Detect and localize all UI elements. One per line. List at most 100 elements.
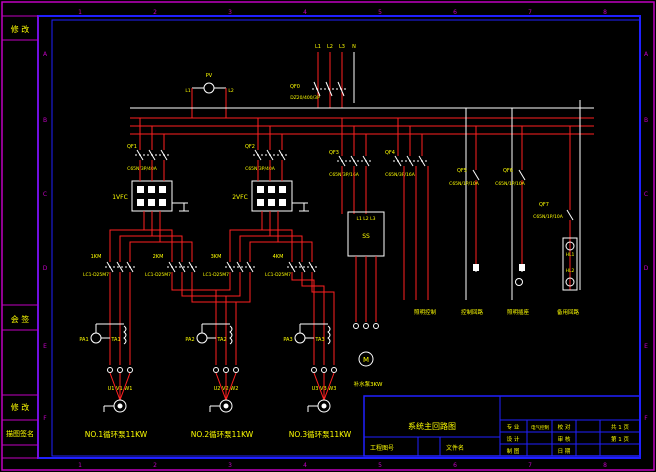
column-number-bottom: 1: [78, 462, 82, 469]
route-wire: [171, 272, 217, 365]
terminal: [321, 367, 327, 373]
file-label: 文件名: [446, 444, 464, 452]
drawing-no-label: 工程图号: [370, 444, 394, 452]
motor-caption: NO.3循环泵11KW: [289, 429, 352, 439]
route-wire: [249, 211, 279, 262]
route-wire: [262, 229, 293, 262]
ct-name: TA1: [110, 337, 120, 343]
motor-feed: [313, 372, 325, 401]
branch-breaker: [472, 169, 480, 181]
contactor-name: 3KM: [211, 254, 222, 260]
ammeter-symbol: [196, 332, 208, 344]
motor-caption: NO.1循环泵11KW: [85, 429, 148, 439]
terminal: [117, 367, 123, 373]
role-1: 专 业: [507, 423, 520, 431]
column-number: 8: [603, 9, 607, 16]
check-1: 校 对: [558, 423, 571, 431]
column-number-bottom: 5: [378, 462, 382, 469]
branch-caption: 照明插座: [507, 308, 530, 316]
vfc-name: 1VFC: [112, 194, 128, 201]
column-number: 5: [378, 9, 382, 16]
ct-name: TA3: [314, 337, 324, 343]
contactor-name: 4KM: [273, 254, 284, 260]
branch-breaker: [566, 209, 574, 221]
phase-l1: L1: [315, 44, 321, 50]
row-letter-right: E: [644, 343, 648, 350]
contactor-contact: [116, 261, 124, 273]
route-wire: [278, 241, 313, 262]
route-wire: [129, 211, 161, 262]
contactor-name: 1KM: [91, 254, 102, 260]
breaker-name: QF2: [245, 144, 255, 150]
side-label-middle: 会 签: [11, 314, 30, 324]
route-wire: [311, 272, 335, 365]
breaker-name: QF4: [385, 150, 395, 156]
branch-load: [473, 264, 479, 271]
route-wire: [160, 241, 193, 262]
vfc-cell: [268, 199, 275, 206]
column-number-bottom: 3: [228, 462, 232, 469]
terminal: [127, 367, 133, 373]
vfc-name: 2VFC: [232, 194, 248, 201]
vfc-cell: [148, 186, 155, 193]
terminal: [107, 367, 113, 373]
vfc-cell: [137, 186, 144, 193]
terminal: [213, 367, 219, 373]
ammeter-name: PA2: [185, 337, 194, 343]
route-wire: [191, 272, 237, 365]
motor-feed: [109, 372, 121, 401]
column-number: 4: [303, 9, 307, 16]
motor-feed: [225, 372, 237, 401]
check-3: 日 期: [558, 448, 571, 455]
route-wire: [301, 272, 325, 365]
terminal: [223, 367, 229, 373]
breaker-name: QF1: [127, 144, 137, 150]
contactor-contact: [298, 261, 306, 273]
breaker-name: QF3: [329, 150, 339, 156]
phase-n: N: [352, 44, 356, 50]
route-wire: [119, 211, 153, 262]
vfc-cell: [268, 186, 275, 193]
indicator-name: HL1: [566, 252, 575, 258]
motor-feed: [215, 372, 227, 401]
route-wire: [230, 272, 251, 303]
column-number-bottom: 4: [303, 462, 307, 469]
voltmeter-name: PV: [206, 73, 213, 79]
contactor-model: LC1-D25M7: [203, 272, 229, 278]
busbars: [130, 107, 594, 135]
vfc-cell: [137, 199, 144, 206]
contactor-contact: [178, 261, 186, 273]
side-label-top: 修 改: [11, 24, 30, 34]
sheets-total: 共 1 页: [611, 423, 629, 431]
left-strip: 修 改 会 签 修 改 描图签名: [1, 15, 39, 459]
column-number: 3: [228, 9, 232, 16]
row-letter-right: C: [644, 191, 648, 198]
vfc-box: [131, 180, 173, 212]
vfc-box: [251, 180, 293, 212]
breaker-rating: C65N/3P/16A: [385, 172, 416, 178]
ammeter-symbol: [294, 332, 306, 344]
row-letter: E: [43, 343, 47, 350]
motor-feed: [323, 372, 335, 401]
aux-motor-letter: M: [363, 356, 369, 364]
vfc-cell: [279, 199, 286, 206]
column-number-bottom: 6: [453, 462, 457, 469]
vfc-cell: [257, 186, 264, 193]
branch-breaker-name: QF7: [539, 202, 549, 208]
voltmeter: [191, 82, 227, 118]
route-wire: [210, 272, 231, 291]
row-letter-right: D: [644, 265, 649, 272]
terminal: [373, 323, 379, 329]
contactor-contact: [236, 261, 244, 273]
branch-caption: 控制回路: [461, 308, 484, 316]
branch-caption: 备用回路: [557, 308, 580, 316]
route-wire: [220, 272, 241, 297]
branch-breaker-name: QF5: [457, 168, 467, 174]
phase-l3: L3: [339, 44, 345, 50]
column-number-bottom: 8: [603, 462, 607, 469]
route-wire: [291, 272, 315, 365]
row-letter: D: [43, 265, 48, 272]
